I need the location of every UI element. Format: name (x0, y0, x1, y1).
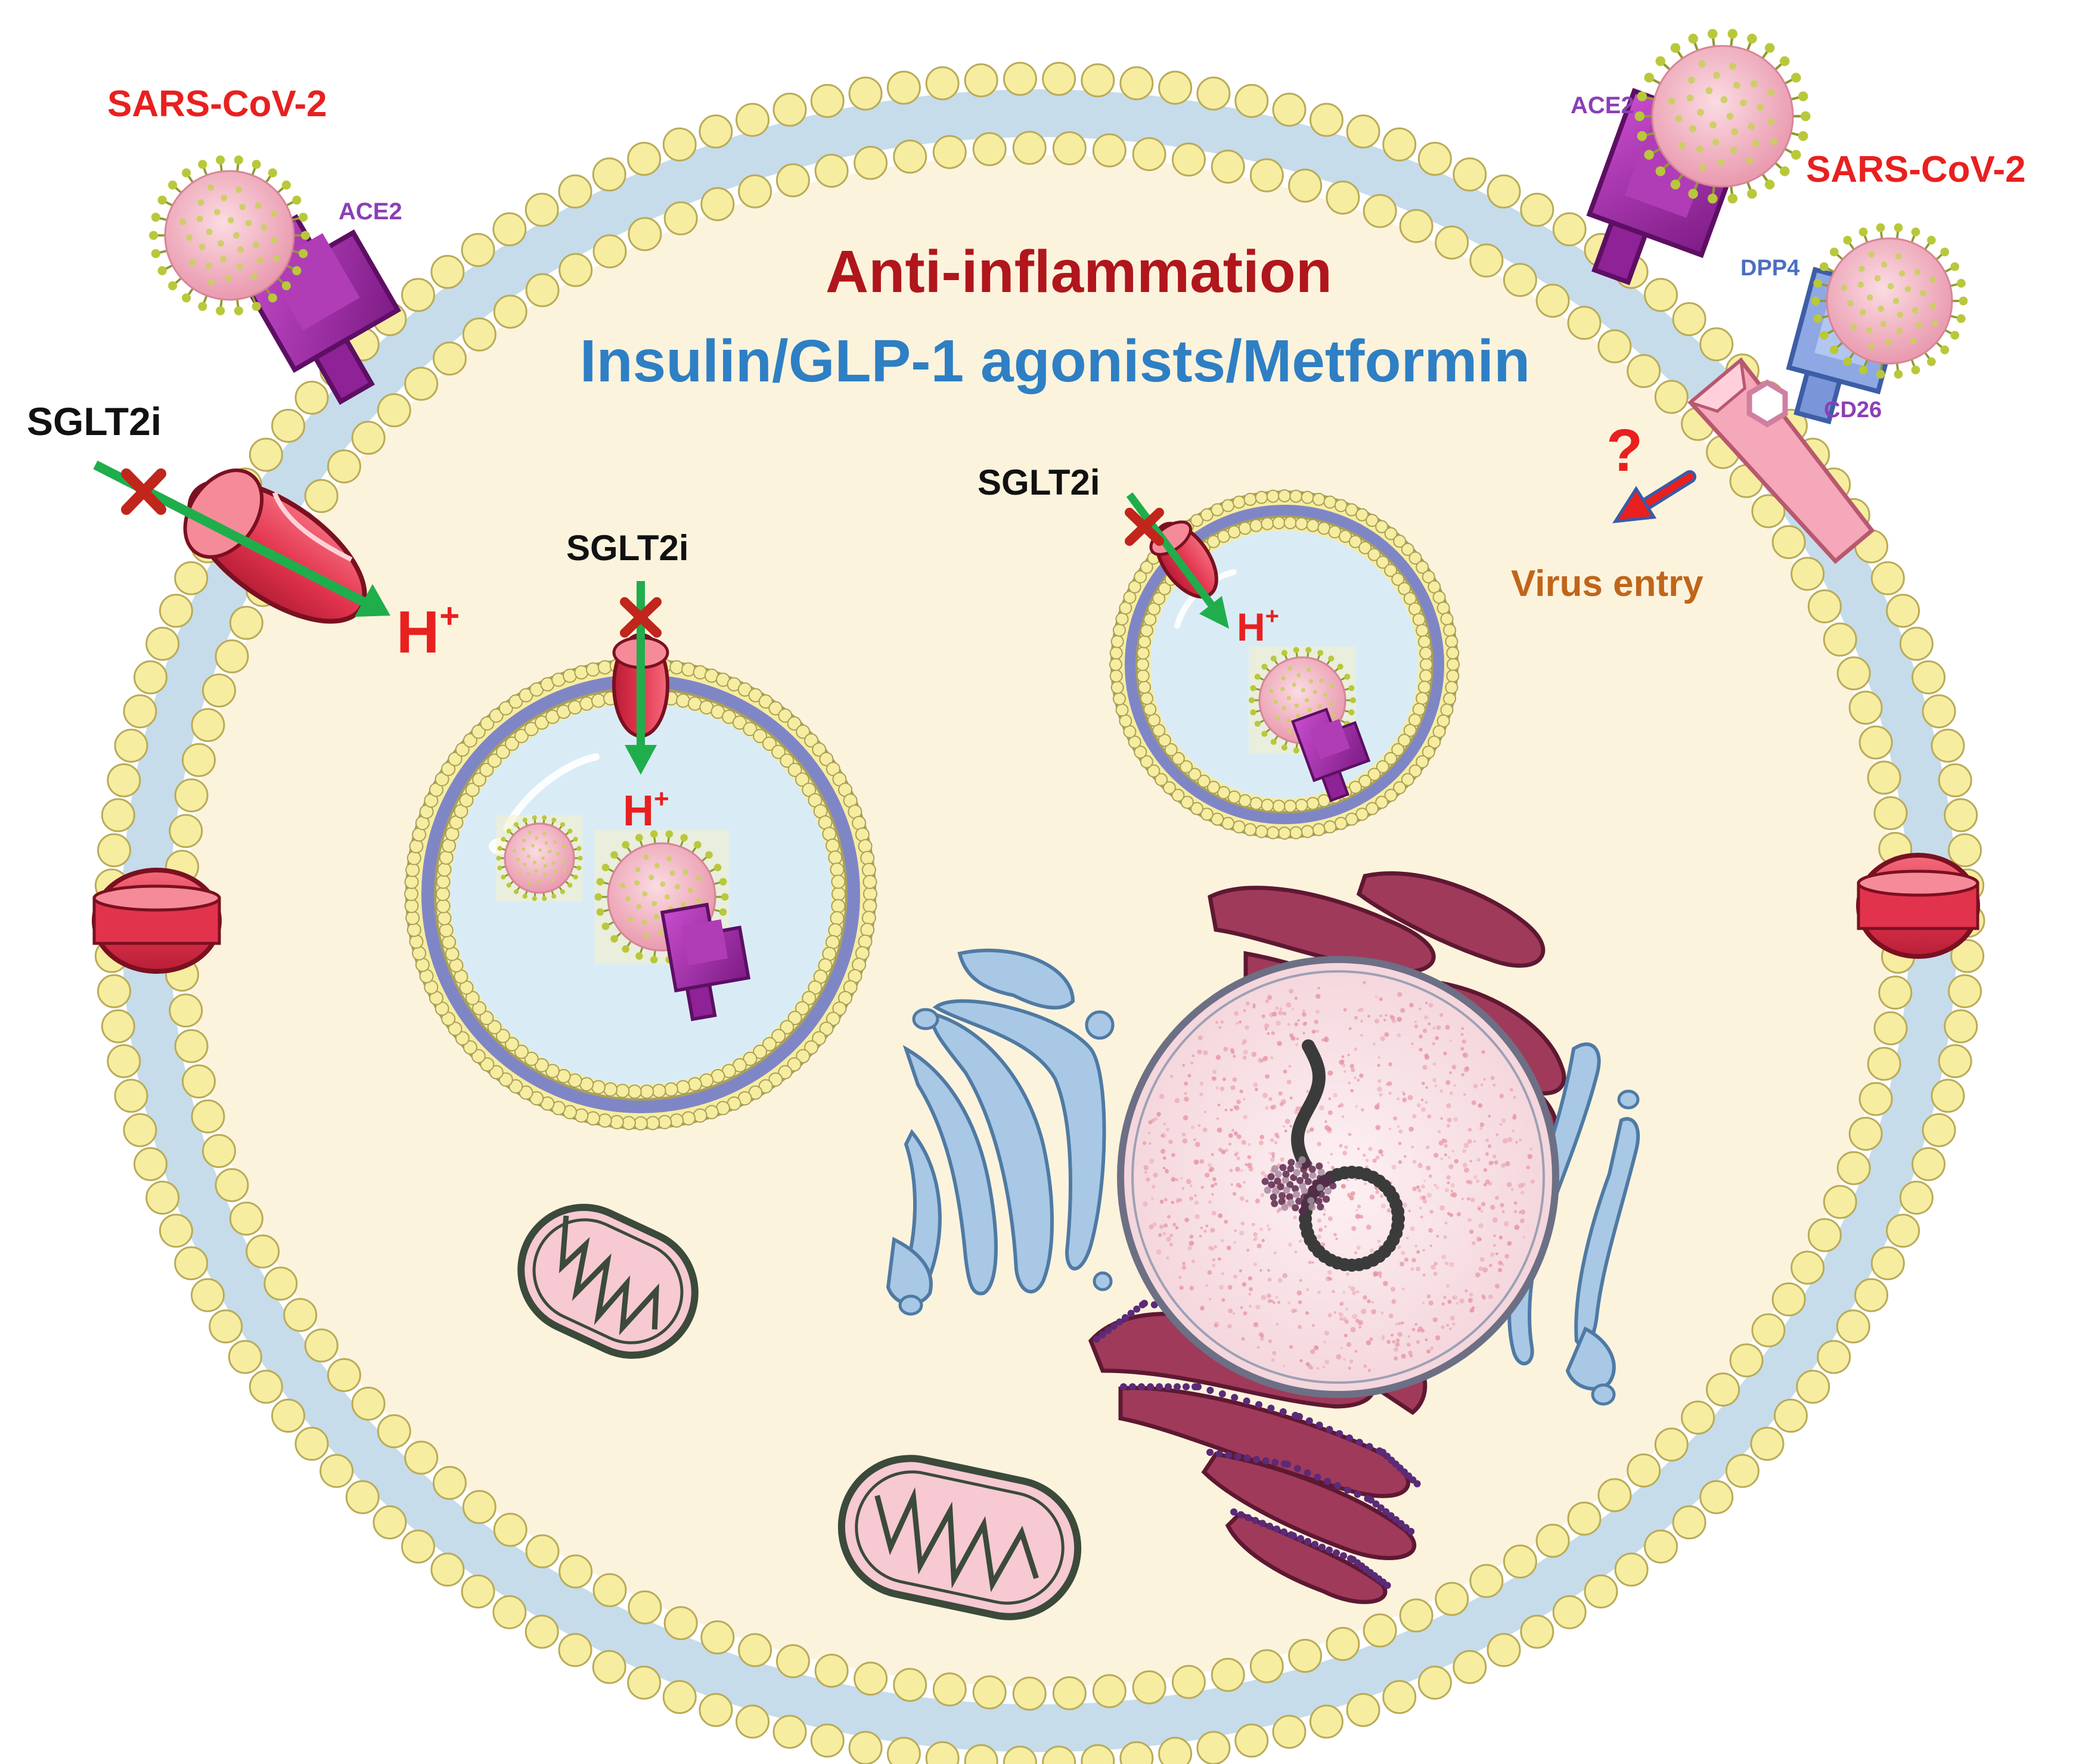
sglt2i-label-membrane: SGLT2i (27, 399, 162, 443)
channel-membrane-left (92, 868, 222, 974)
cd26-receptor (1687, 357, 1875, 564)
golgi-left (886, 948, 1106, 1306)
sars-cov-2-virus-right-dpp4 (1811, 223, 1968, 379)
dpp4-label: DPP4 (1740, 256, 1799, 281)
sars-cov-2-label-right: SARS-CoV-2 (1806, 149, 2026, 190)
golgi-vesicles-right (1591, 1089, 1640, 1406)
anti-inflammation-label: Anti-inflammation (826, 238, 1332, 305)
ace2-label-left: ACE2 (339, 198, 402, 225)
h-plus-membrane: H+ (396, 597, 460, 666)
cd26-hexagon (1746, 379, 1788, 428)
mitochondrion-upper (517, 1203, 699, 1359)
sars-cov-2-virus-right-top (1634, 29, 1811, 204)
block-x-right (1125, 508, 1164, 546)
mitochondrion-lower (837, 1455, 1082, 1620)
block-x-mid (620, 597, 662, 638)
cd26-label: CD26 (1824, 397, 1882, 423)
sglt2-channel-vesicle-right (1149, 520, 1218, 599)
question-mark: ? (1606, 417, 1643, 484)
block-x-membrane (121, 468, 166, 515)
sglt2i-label-right: SGLT2i (978, 462, 1100, 502)
channel-membrane-right (1856, 853, 1980, 959)
h-plus-mid: H+ (623, 784, 669, 835)
ace2-receptor-vesicle-left (660, 902, 751, 1021)
nucleolus (1261, 1156, 1337, 1215)
drugs-label: Insulin/GLP-1 agonists/Metformin (580, 328, 1531, 395)
arrow-sglt2i-mid (625, 581, 657, 775)
sglt2i-label-mid: SGLT2i (566, 528, 689, 568)
nucleus (1117, 956, 1559, 1398)
sars-cov-2-virus-left (149, 155, 310, 316)
h-plus-right: H+ (1237, 603, 1279, 649)
virus-entry-arrow (1612, 470, 1696, 524)
arrow-sglt2i-right (1126, 492, 1229, 629)
sars-cov-2-label-left: SARS-CoV-2 (107, 83, 327, 125)
ace2-label-right: ACE2 (1571, 92, 1634, 119)
ace2-receptor-vesicle-right (1290, 707, 1371, 803)
virus-in-vesicle-small (496, 815, 583, 902)
golgi-vesicles-left (898, 1008, 1115, 1316)
virus-entry-label: Virus entry (1511, 563, 1703, 604)
